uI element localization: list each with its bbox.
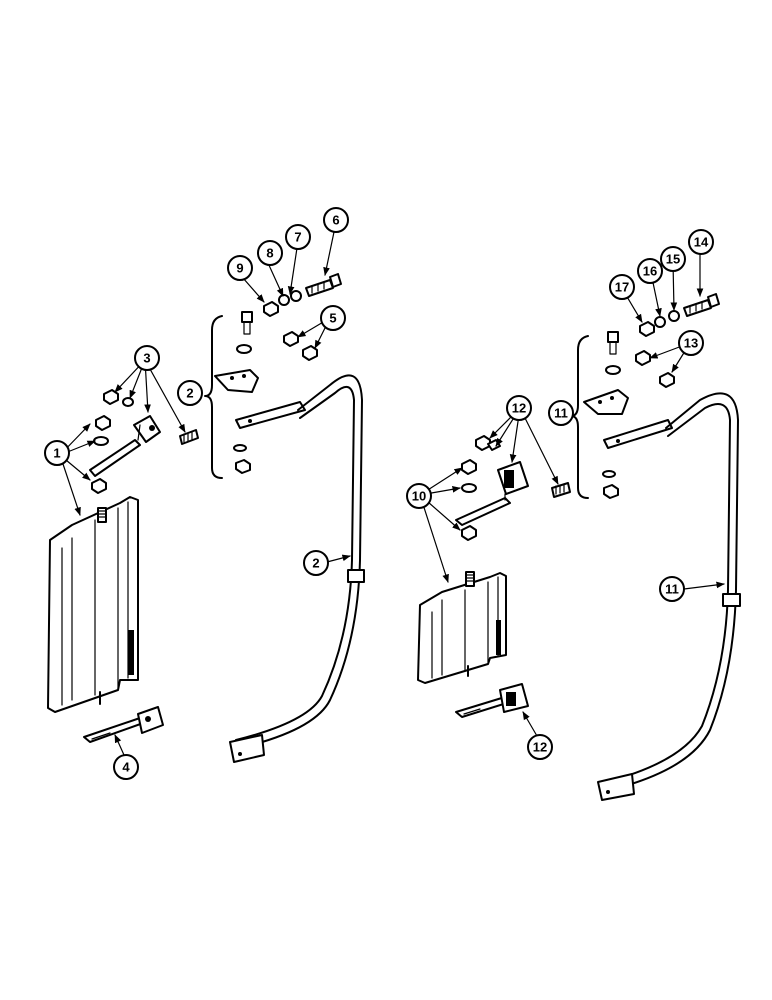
tube-11 <box>597 392 741 801</box>
small-panel <box>417 571 507 684</box>
svg-text:6: 6 <box>332 213 339 228</box>
svg-text:1: 1 <box>53 446 60 461</box>
svg-text:2: 2 <box>186 386 193 401</box>
tube-2 <box>229 374 365 763</box>
svg-text:7: 7 <box>294 230 301 245</box>
svg-text:9: 9 <box>236 261 243 276</box>
callout-5: 5 <box>320 305 346 331</box>
callout-16: 16 <box>637 258 663 284</box>
callout-4: 4 <box>113 754 139 780</box>
callout-8: 8 <box>257 240 283 266</box>
right-bracket-hardware <box>602 293 720 499</box>
callout-3: 3 <box>134 345 160 371</box>
svg-text:13: 13 <box>684 336 698 351</box>
svg-text:5: 5 <box>329 311 336 326</box>
callout-6: 6 <box>323 207 349 233</box>
brace-left <box>204 315 223 479</box>
svg-text:12: 12 <box>512 401 526 416</box>
callout-12-upper: 12 <box>506 395 532 421</box>
svg-text:10: 10 <box>412 489 426 504</box>
svg-text:14: 14 <box>694 235 709 250</box>
svg-text:12: 12 <box>533 740 547 755</box>
bracket-4 <box>83 706 164 743</box>
left-assembly: 1 2 2 3 4 5 6 7 <box>44 207 365 780</box>
large-panel <box>47 496 139 713</box>
svg-text:2: 2 <box>312 556 319 571</box>
svg-text:16: 16 <box>643 264 657 279</box>
callout-9: 9 <box>227 255 253 281</box>
svg-text:3: 3 <box>143 351 150 366</box>
svg-text:11: 11 <box>554 406 568 421</box>
right-assembly: 10 11 11 12 12 13 14 15 <box>406 229 741 801</box>
callout-17: 17 <box>609 274 635 300</box>
bracket-12-upper <box>455 461 529 526</box>
callout-12-lower: 12 <box>527 734 553 760</box>
callout-2-bracket: 2 <box>177 380 203 406</box>
callout-1: 1 <box>44 440 70 466</box>
left-hardware <box>91 389 199 494</box>
callout-13: 13 <box>678 330 704 356</box>
bracket-3 <box>89 415 161 477</box>
svg-text:15: 15 <box>666 252 680 267</box>
left-bracket-hardware <box>233 273 342 474</box>
callout-2-tube: 2 <box>303 550 329 576</box>
callout-14: 14 <box>688 229 714 255</box>
callout-7: 7 <box>285 224 311 250</box>
bracket-12-lower <box>455 683 529 718</box>
brace-right <box>570 335 589 499</box>
callout-15: 15 <box>660 246 686 272</box>
callout-10: 10 <box>406 483 432 509</box>
svg-text:4: 4 <box>122 760 130 775</box>
svg-text:8: 8 <box>266 246 273 261</box>
mounting-plate-left <box>214 369 306 429</box>
svg-text:17: 17 <box>615 280 629 295</box>
callout-11-tube: 11 <box>659 576 685 602</box>
callout-11-bracket: 11 <box>548 400 574 426</box>
svg-text:11: 11 <box>665 582 679 597</box>
mounting-plate-right <box>583 389 673 449</box>
